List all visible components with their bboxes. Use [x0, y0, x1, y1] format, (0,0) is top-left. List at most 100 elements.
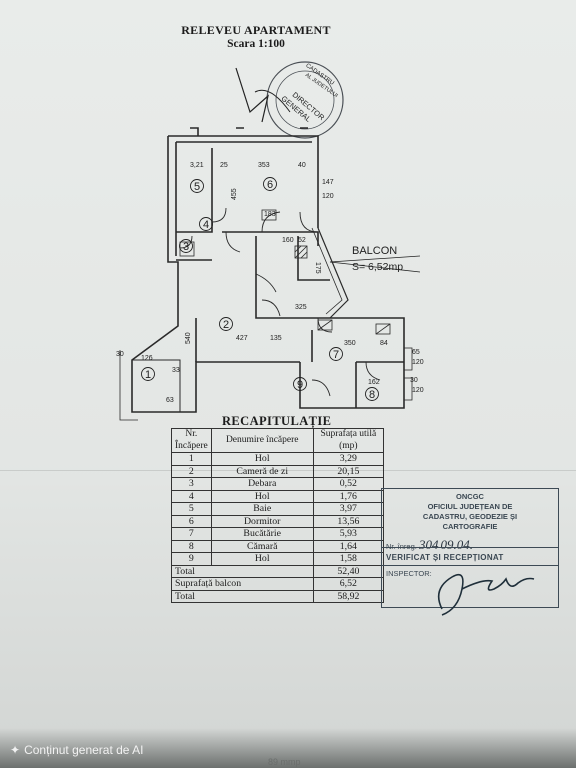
dim-label: 147: [322, 179, 334, 186]
col-header-area: Suprafața utilă (mp): [312, 428, 385, 453]
dim-label: 353: [258, 162, 270, 169]
dim-label: 30: [410, 377, 418, 384]
dim-label: 160: [282, 237, 294, 244]
dim-label: 135: [270, 335, 282, 342]
room-nr-cell: 2: [171, 464, 212, 478]
balcony-row: Suprafață balcon 6,52: [171, 577, 385, 591]
stamp-inspector: INSPECTOR:: [386, 569, 432, 578]
stamp-line-2: OFICIUL JUDEȚEAN DE: [427, 502, 513, 511]
room-area-cell: 1,76: [312, 489, 385, 503]
total-row: Total 52,40: [171, 564, 385, 578]
dim-label: 40: [298, 162, 306, 169]
dim-label: 84: [380, 340, 388, 347]
room-area-cell: 20,15: [312, 464, 385, 478]
stamp-line-1: ONCGC: [456, 492, 484, 501]
dim-label: 120: [322, 193, 334, 200]
room-number-7: 7: [333, 349, 339, 361]
room-nr-cell: 8: [171, 539, 212, 553]
dim-label: 33: [172, 367, 180, 374]
stamp-line-4: CARTOGRAFIE: [442, 522, 498, 531]
room-name-cell: Hol: [210, 552, 314, 566]
balcony-area-label: Suprafață balcon: [171, 577, 314, 591]
registration-prefix: Nr. înreg.: [386, 542, 417, 551]
room-nr-cell: 7: [171, 527, 212, 541]
room-area-cell: 5,93: [312, 527, 385, 541]
room-name-cell: Debara: [210, 477, 314, 491]
dim-label: 30: [116, 351, 124, 358]
dim-label: 65: [412, 349, 420, 356]
stamp-divider: [382, 547, 558, 548]
dim-label: 126: [141, 355, 153, 362]
sparkle-icon: ✦: [10, 743, 21, 757]
col-header-nr: Nr. Încăpere: [171, 428, 212, 453]
dim-label: 52: [298, 237, 306, 244]
col-header-name: Denumire încăpere: [210, 428, 314, 453]
stamp-registration: Nr. înreg. 304 09.04.: [386, 537, 473, 553]
room-area-cell: 3,29: [312, 452, 385, 466]
room-number-3: 3: [183, 241, 189, 253]
ai-notice-text: Conținut generat de AI: [24, 743, 144, 757]
balcony-label: BALCON: [352, 245, 397, 257]
inspector-signature: [437, 573, 535, 616]
registration-number: 304: [418, 537, 439, 552]
total-value: 52,40: [312, 564, 385, 578]
ai-generated-notice: ✦Conținut generat de AI: [10, 743, 143, 757]
room-nr-cell: 4: [171, 489, 212, 503]
grand-total-label: Total: [171, 589, 314, 603]
document-title: RELEVEU APARTAMENT: [181, 23, 331, 37]
dim-label: 540: [185, 332, 192, 344]
dim-label: 175: [314, 262, 321, 274]
bottom-shade: [0, 728, 576, 768]
total-label: Total: [171, 564, 314, 578]
dim-label: 120: [412, 359, 424, 366]
recap-table: Nr. Încăpere Denumire încăpere Suprafața…: [171, 428, 385, 603]
room-nr-cell: 5: [171, 502, 212, 516]
scale-label: Scara 1:100: [227, 38, 285, 50]
room-name-cell: Dormitor: [210, 514, 314, 528]
dim-label: 162: [368, 379, 380, 386]
room-nr-cell: 9: [171, 552, 212, 566]
room-area-cell: 1,64: [312, 539, 385, 553]
dim-label: 63: [166, 397, 174, 404]
room-name-cell: Baie: [210, 502, 314, 516]
dim-label: 120: [412, 387, 424, 394]
stamp-line-3: CADASTRU, GEODEZIE ȘI: [422, 512, 518, 521]
dim-label: 427: [236, 335, 248, 342]
room-number-5: 5: [194, 181, 200, 193]
grand-total-row: Total 58,92: [171, 589, 385, 603]
balcony-area: S= 6,52mp: [352, 261, 403, 273]
dim-label: 183: [264, 211, 276, 218]
stamp-status: VERIFICAT ȘI RECEPȚIONAT: [386, 553, 504, 562]
room-name-cell: Cămară: [210, 539, 314, 553]
room-name-cell: Bucătărie: [210, 527, 314, 541]
dim-label: 455: [231, 188, 238, 200]
room-area-cell: 0,52: [312, 477, 385, 491]
room-nr-cell: 3: [171, 477, 212, 491]
room-number-9: 9: [297, 379, 303, 391]
room-name-cell: Hol: [210, 452, 314, 466]
grand-total-value: 58,92: [312, 589, 385, 603]
recap-title: RECAPITULAȚIE: [222, 414, 332, 428]
dim-label: 3,21: [190, 162, 204, 169]
room-nr-cell: 1: [171, 452, 212, 466]
room-area-cell: 3,97: [312, 502, 385, 516]
room-number-4: 4: [203, 219, 209, 231]
room-number-8: 8: [369, 389, 375, 401]
official-seal: CADASTRU AL JUDETULUI DIRECTOR GENERAL: [235, 61, 344, 139]
room-name-cell: Hol: [210, 489, 314, 503]
balcony-area-value: 6,52: [312, 577, 385, 591]
room-number-2: 2: [223, 319, 229, 331]
recap-header-row: Nr. Încăpere Denumire încăpere Suprafața…: [171, 428, 385, 453]
room-nr-cell: 6: [171, 514, 212, 528]
reception-stamp: ONCGC OFICIUL JUDEȚEAN DE CADASTRU, GEOD…: [381, 488, 559, 616]
